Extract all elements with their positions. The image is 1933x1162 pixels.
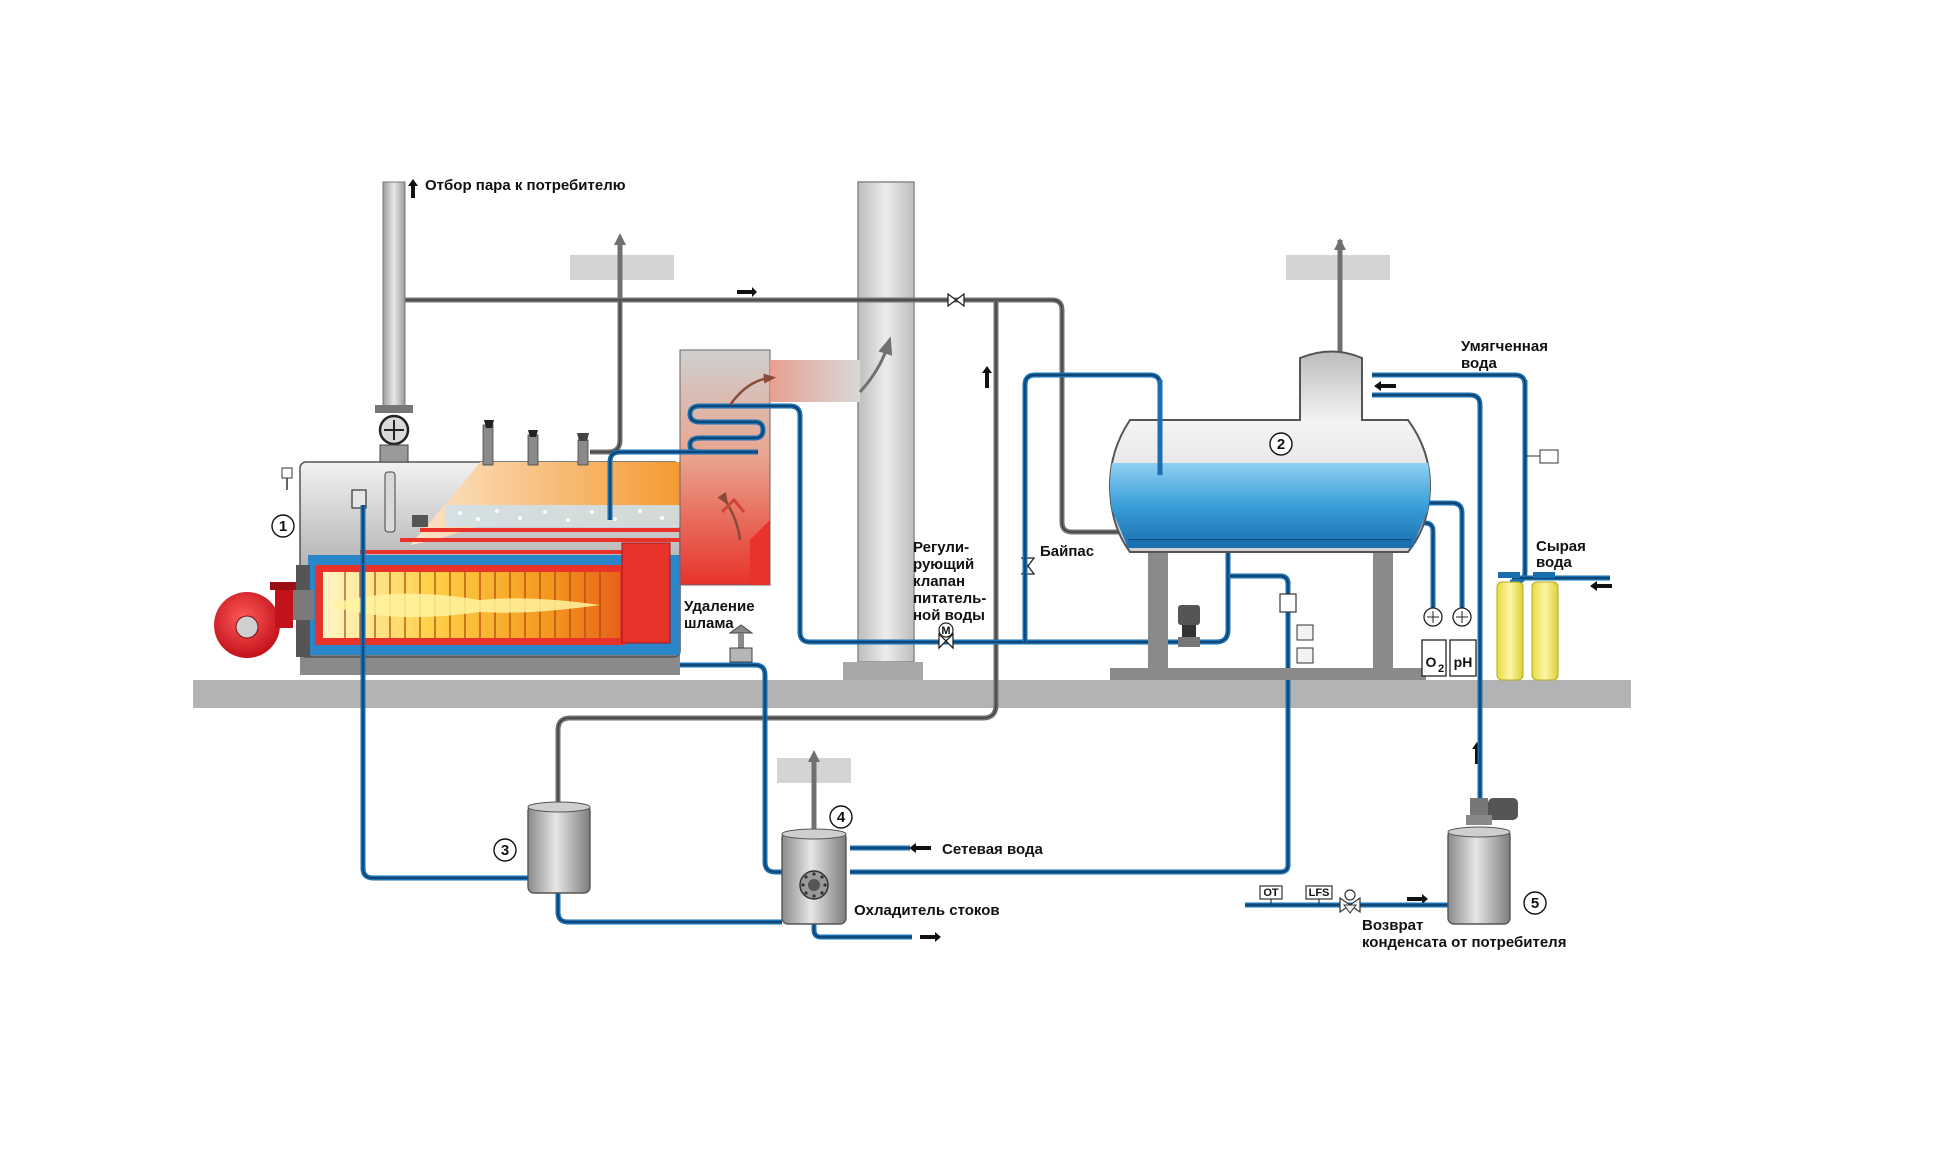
condensate-sensors: OT LFS [1259,885,1333,905]
label-softened-water-2: вода [1461,355,1498,372]
label-control-valve-4: питатель- [913,590,986,607]
steam-piping [382,181,1140,810]
floor-slab [193,680,1631,708]
label-condensate-return-2: конденсата от потребителя [1362,934,1566,951]
marker-2: 2 [1269,432,1293,456]
chimney-stack [843,181,923,680]
marker-3: 3 [493,838,517,862]
marker-5: 5 [1523,891,1547,915]
level-sensors [1279,593,1314,664]
svg-text:4: 4 [837,809,846,826]
blowdown-valve[interactable] [728,624,754,663]
water-softener-filters [1496,449,1559,681]
deaerator-tank [1108,350,1432,680]
label-effluent-cooler: Охладитель стоков [854,902,1000,919]
o2-subscript: 2 [1438,663,1444,675]
svg-text:2: 2 [1277,436,1285,453]
effluent-cooler [781,828,847,925]
main-steam-valve[interactable] [375,405,413,463]
vent-lines [614,233,1346,830]
condensate-tank [1447,826,1511,925]
label-raw-water-1: Сырая [1536,538,1586,555]
ot-label: OT [1263,887,1279,899]
svg-text:3: 3 [501,842,509,859]
label-raw-water-2: вода [1536,554,1573,571]
lfs-label: LFS [1309,887,1330,899]
ph-meter: pH [1449,607,1477,677]
valve-m-label: M [941,625,950,637]
label-blowdown-1: Удаление [684,598,755,615]
marker-4: 4 [829,805,853,829]
three-way-valve[interactable] [1339,889,1361,914]
economizer [679,336,893,586]
marker-1: 1 [271,514,295,538]
label-condensate-return-1: Возврат [1362,917,1423,934]
feedwater-control-valve[interactable]: M [938,622,954,650]
svg-text:1: 1 [279,518,287,535]
label-softened-water-1: Умягченная [1461,338,1548,355]
label-network-water: Сетевая вода [942,841,1043,858]
feed-pump[interactable] [1178,605,1200,647]
label-blowdown-2: шлама [684,615,734,632]
label-control-valve-3: клапан [913,573,965,590]
label-bypass: Байпас [1040,543,1094,560]
svg-text:5: 5 [1531,895,1539,912]
water-piping [360,372,1610,940]
o2-analyzer: O 2 [1421,607,1447,677]
label-control-valve-5: ной воды [913,607,985,624]
condensate-pump[interactable] [1466,798,1518,825]
o2-label: O [1426,654,1437,670]
label-control-valve-2: рующий [913,556,974,573]
steam-boiler [281,420,681,675]
ph-label: pH [1454,654,1473,670]
blowdown-expansion-tank [527,801,591,894]
gate-valve-steam[interactable] [947,292,965,308]
label-control-valve-1: Регули- [913,539,969,556]
burner-fan [214,582,296,658]
label-steam-offtake: Отбор пара к потребителю [425,177,626,194]
